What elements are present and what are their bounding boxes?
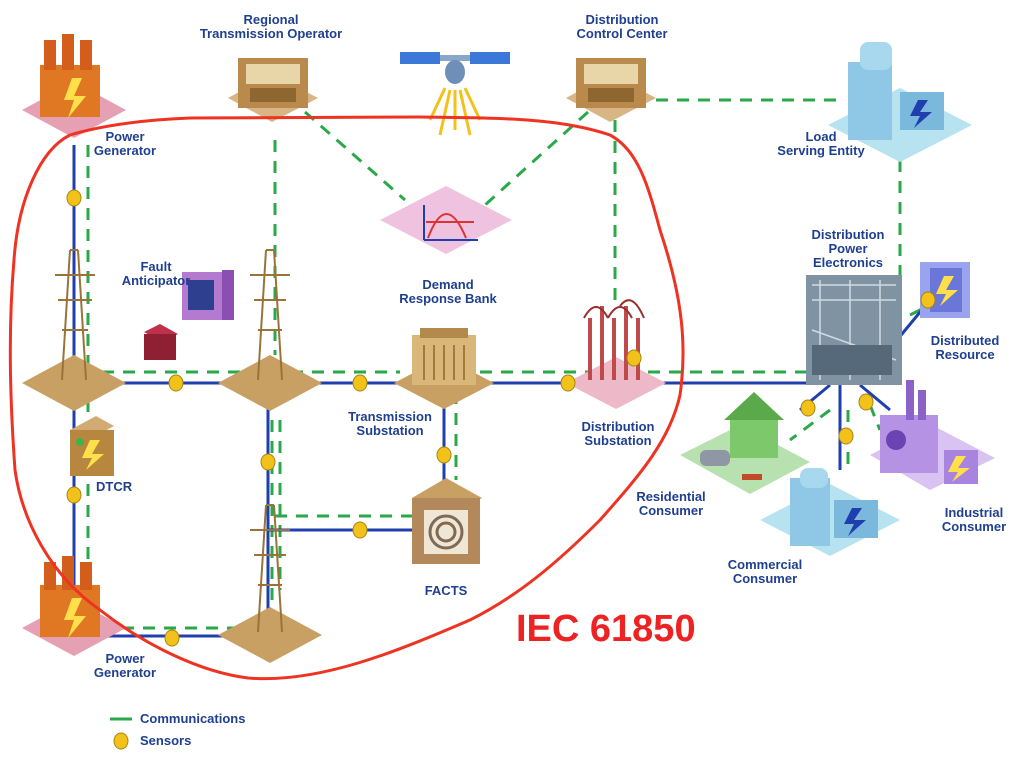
sensors [66,189,936,647]
regional-operator-icon [228,58,318,122]
distribution-substation-icon [566,299,666,409]
distribution-control-icon [566,58,656,122]
sensor-marker [260,453,276,471]
load-serving-entity-icon [828,42,972,162]
transmission-tower-left-icon [22,249,126,411]
facts-icon [412,478,482,564]
satellite-icon [400,52,510,136]
power-generator-bottom-icon [22,556,126,656]
sensor-marker [858,393,874,411]
sensor-marker [66,189,82,207]
label-load-serving: Load Serving Entity [777,129,865,158]
label-power-generator-bottom: Power Generator [93,651,157,680]
legend-sensor-swatch [113,732,129,750]
label-commercial-consumer: Commercial Consumer [727,557,803,586]
label-distribution-control: Distribution Control Center [576,12,668,41]
label-distribution-power-electronics: Distribution Power Electronics [811,227,885,270]
sensor-marker [66,486,82,504]
transmission-substation-icon [394,328,494,409]
sensor-marker [352,521,368,539]
label-regional-operator: Regional Transmission Operator [199,12,343,41]
commercial-consumer-icon [760,468,900,556]
label-distributed-resource: Distributed Resource [930,333,1000,362]
sensor-marker [352,374,368,392]
label-distribution-substation: Distribution Substation [581,419,655,448]
sensor-marker [168,374,184,392]
sensor-marker [920,291,936,309]
sensor-marker [626,349,642,367]
sensor-marker [838,427,854,445]
demand-response-bank-icon [380,186,512,254]
distribution-power-electronics-icon [806,275,902,385]
legend-sensors-label: Sensors [140,733,192,748]
label-dtcr: DTCR [96,479,133,494]
fault-anticipator-icon [144,270,234,360]
label-transmission-substation: Transmission Substation [348,409,432,438]
sensor-marker [164,629,180,647]
dtcr-icon [70,416,114,476]
label-fault-anticipator: Fault Anticipator [121,259,191,288]
label-power-generator-top: Power Generator [93,129,157,158]
sensor-marker [436,446,452,464]
label-industrial-consumer: Industrial Consumer [941,505,1007,534]
sensor-marker [560,374,576,392]
residential-consumer-icon [680,392,810,494]
legend [110,717,132,750]
iec-61850-scope-outline [8,115,685,681]
label-demand-response: Demand Response Bank [399,277,497,306]
label-facts: FACTS [424,583,468,598]
industrial-consumer-icon [870,380,995,490]
legend-communications-label: Communications [140,711,246,726]
transmission-tower-bottom-icon [218,504,322,663]
label-residential-consumer: Residential Consumer [636,489,706,518]
transmission-tower-middle-icon [218,249,322,411]
distributed-resource-icon [920,262,970,318]
power-generator-top-icon [22,34,126,138]
sensor-marker [800,399,816,417]
standard-title: IEC 61850 [516,608,696,650]
